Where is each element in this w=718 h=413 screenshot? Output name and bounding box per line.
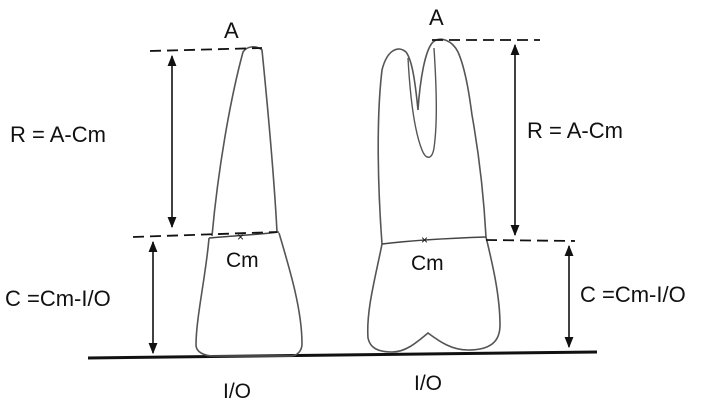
left-cm-dash (132, 231, 278, 238)
right-tooth-root-outline (377, 38, 487, 245)
right-base-label: I/O (414, 372, 442, 395)
left-crown-formula: C =Cm-I/O (5, 286, 111, 311)
left-root-formula: R = A-Cm (10, 122, 106, 147)
left-cm-marker: × (237, 230, 244, 244)
right-tooth-cej-line (381, 236, 487, 245)
right-cm-marker: × (421, 233, 428, 247)
occlusal-baseline (87, 350, 598, 360)
left-cm-label: Cm (226, 249, 259, 272)
left-tooth-crown-outline (195, 232, 303, 357)
right-crown-formula: C =Cm-I/O (580, 282, 686, 307)
left-apex-label: A (224, 18, 239, 43)
right-root-formula: R = A-Cm (527, 118, 623, 143)
right-cm-dash (485, 239, 576, 242)
right-cm-label: Cm (411, 252, 444, 275)
left-tooth-root-outline (211, 46, 278, 237)
left-base-label: I/O (223, 380, 251, 403)
left-tooth: × (195, 46, 303, 357)
left-apex-dash (149, 47, 263, 52)
right-tooth-furcation-line (407, 47, 437, 158)
right-tooth-crown-outline (366, 236, 501, 353)
right-apex-label: A (429, 5, 444, 30)
right-tooth: × (366, 38, 501, 353)
